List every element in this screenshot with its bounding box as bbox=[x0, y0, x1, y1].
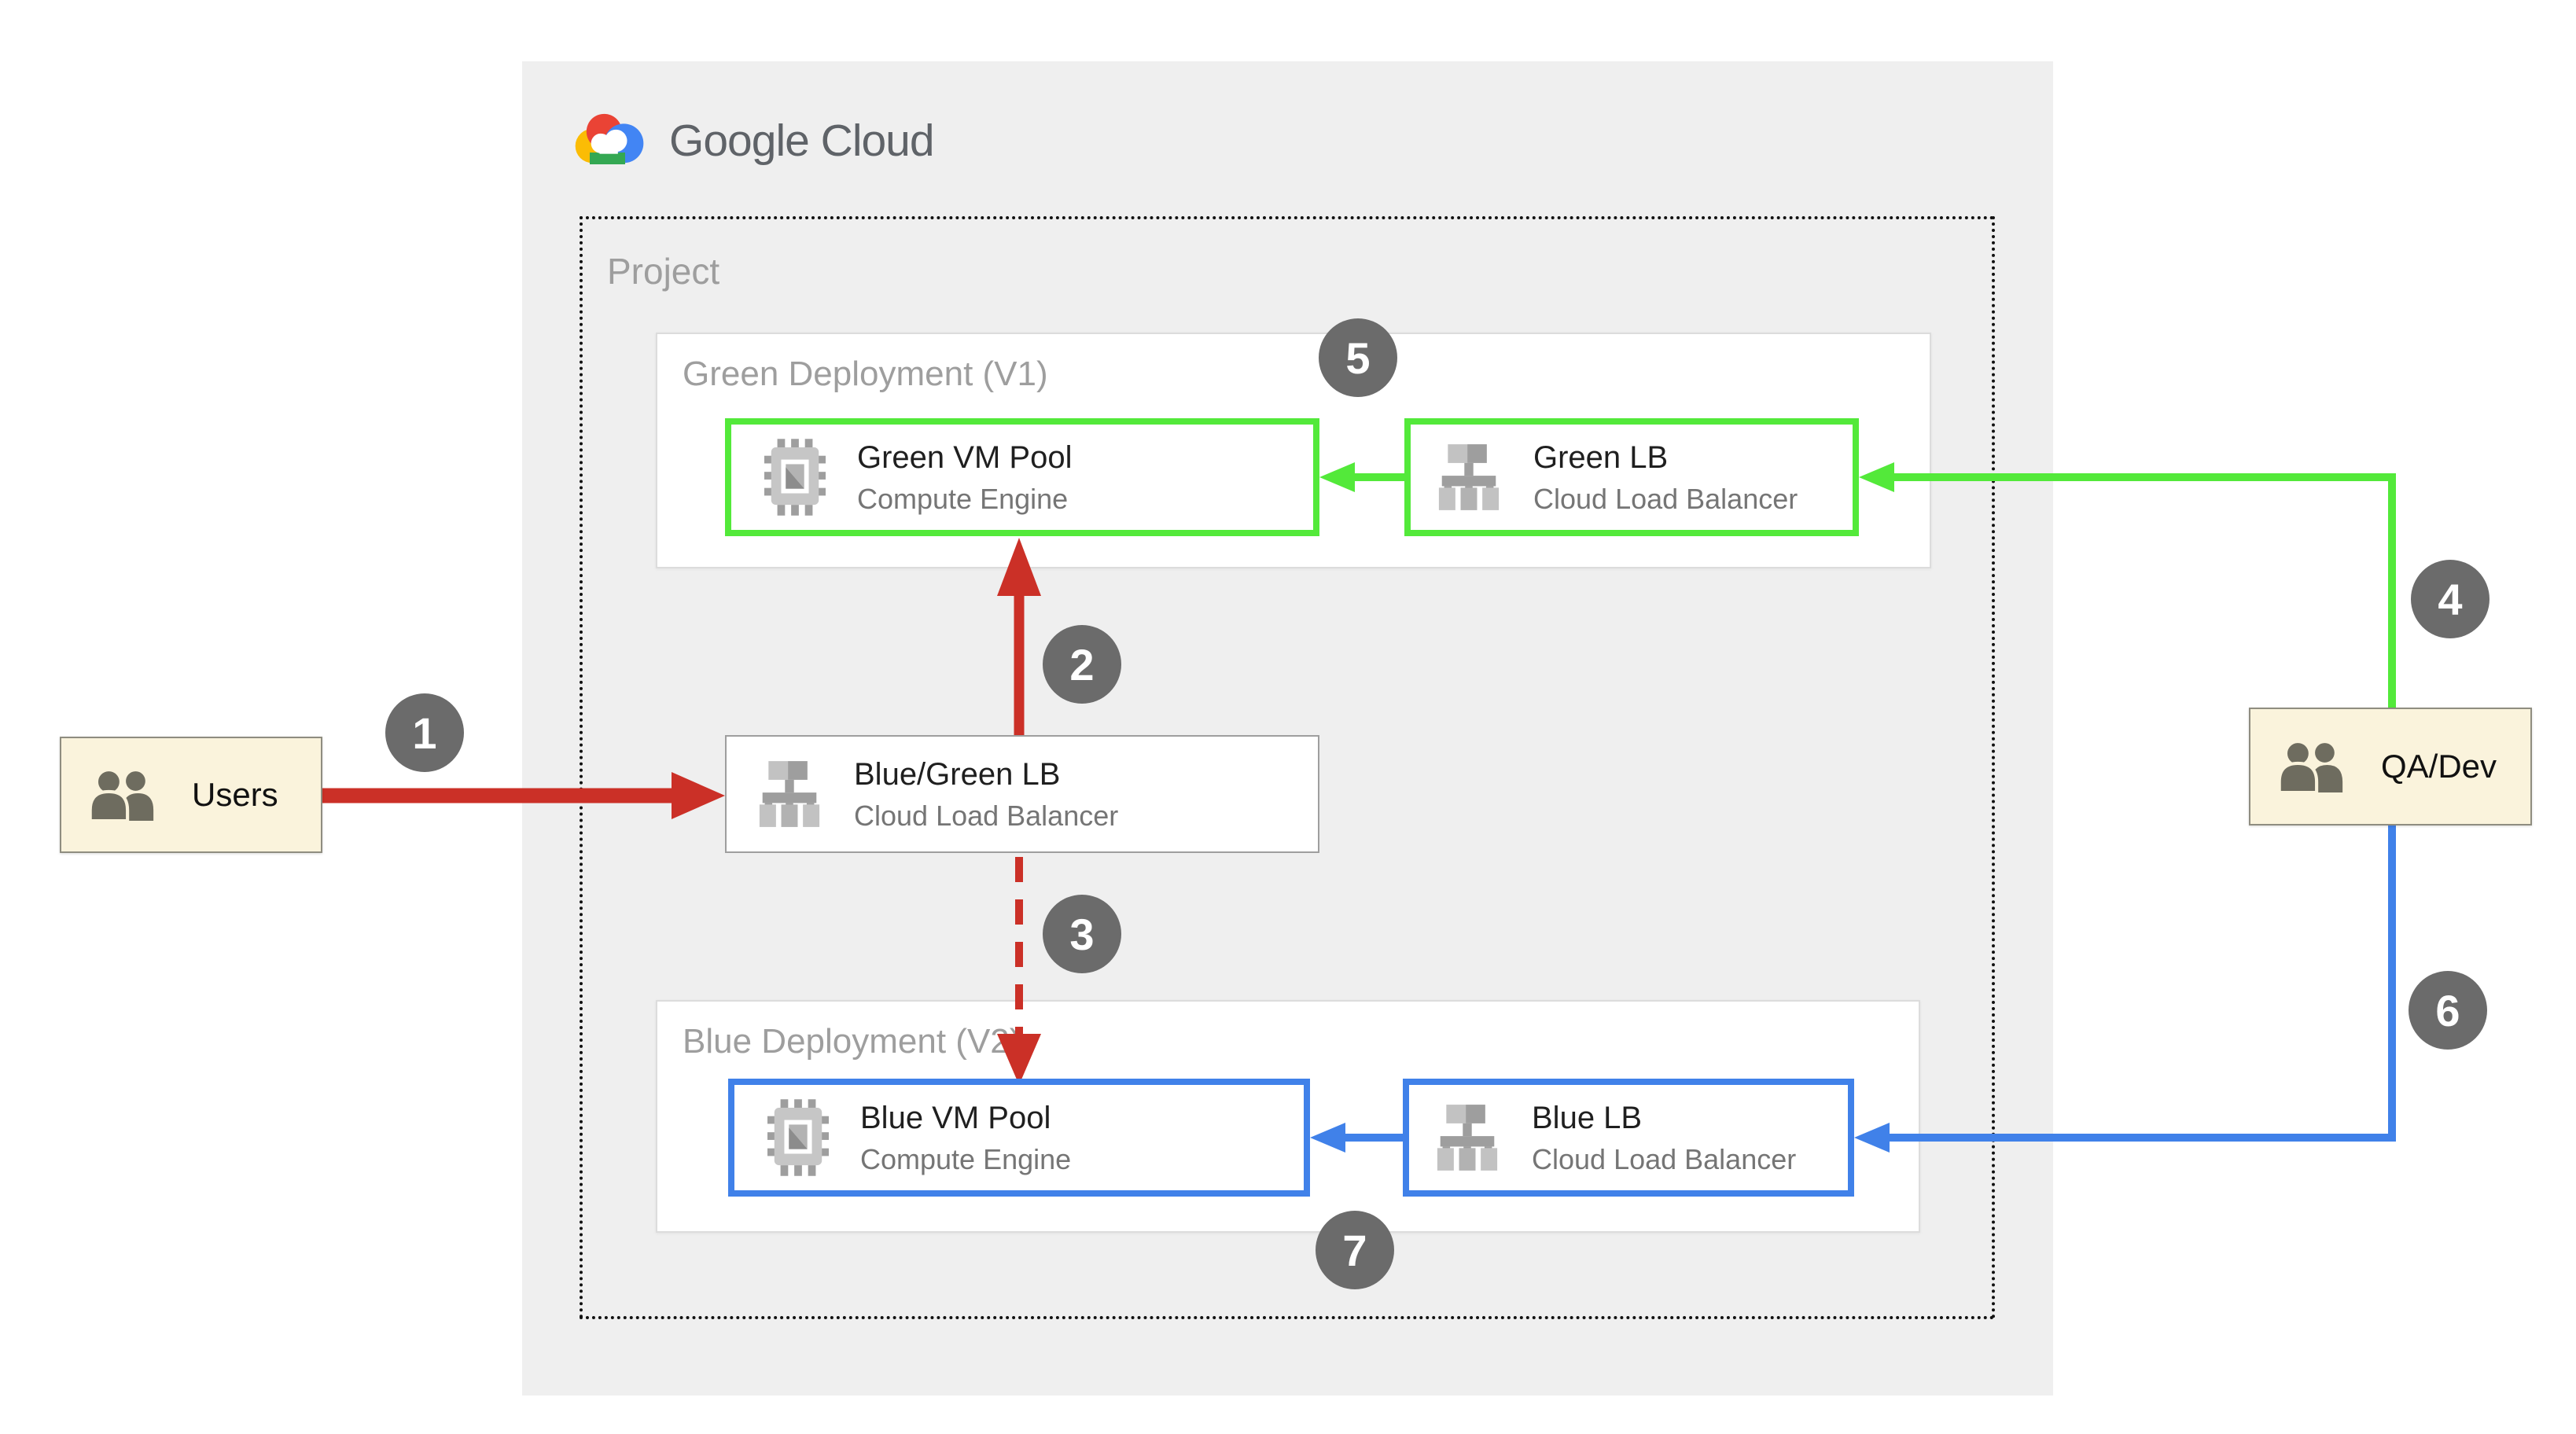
node-green-vm-pool: Green VM Pool Compute Engine bbox=[725, 418, 1319, 536]
actor-users: Users bbox=[60, 737, 322, 853]
node-subtitle: Cloud Load Balancer bbox=[1533, 483, 1798, 516]
users-icon bbox=[88, 769, 154, 821]
project-label: Project bbox=[607, 251, 720, 292]
actor-label: Users bbox=[192, 776, 278, 813]
blue-deployment-label: Blue Deployment (V2) bbox=[683, 1022, 1021, 1061]
node-subtitle: Cloud Load Balancer bbox=[1532, 1143, 1797, 1176]
compute-engine-icon bbox=[767, 1099, 829, 1176]
load-balancer-icon bbox=[759, 761, 820, 827]
node-subtitle: Compute Engine bbox=[860, 1143, 1072, 1176]
actor-label: QA/Dev bbox=[2381, 748, 2497, 785]
load-balancer-icon bbox=[1437, 1105, 1498, 1171]
google-cloud-icon bbox=[575, 113, 644, 164]
project-boundary bbox=[580, 216, 1995, 1319]
step-badge-4: 4 bbox=[2411, 560, 2490, 638]
step-badge-5: 5 bbox=[1319, 318, 1397, 397]
users-icon bbox=[2277, 741, 2343, 792]
node-blue-vm-pool: Blue VM Pool Compute Engine bbox=[728, 1079, 1310, 1197]
green-deployment-label: Green Deployment (V1) bbox=[683, 355, 1048, 393]
step-badge-2: 2 bbox=[1043, 625, 1121, 704]
step-badge-7: 7 bbox=[1316, 1211, 1394, 1289]
node-subtitle: Compute Engine bbox=[857, 483, 1069, 516]
node-title: Green LB bbox=[1533, 440, 1669, 476]
step-badge-3: 3 bbox=[1043, 895, 1121, 973]
load-balancer-icon bbox=[1438, 444, 1500, 510]
compute-engine-icon bbox=[764, 439, 826, 516]
node-title: Blue/Green LB bbox=[854, 757, 1061, 792]
node-title: Green VM Pool bbox=[857, 440, 1073, 476]
node-green-lb: Green LB Cloud Load Balancer bbox=[1404, 418, 1859, 536]
logo-text: Google Cloud bbox=[669, 116, 935, 166]
actor-qadev: QA/Dev bbox=[2249, 708, 2532, 825]
node-title: Blue LB bbox=[1532, 1101, 1643, 1136]
node-blue-lb: Blue LB Cloud Load Balancer bbox=[1403, 1079, 1854, 1197]
node-subtitle: Cloud Load Balancer bbox=[854, 800, 1119, 833]
node-title: Blue VM Pool bbox=[860, 1101, 1051, 1136]
step-badge-1: 1 bbox=[385, 693, 464, 772]
step-badge-6: 6 bbox=[2409, 971, 2487, 1050]
node-blue-green-lb: Blue/Green LB Cloud Load Balancer bbox=[725, 735, 1319, 853]
google-cloud-logo: Google Cloud bbox=[570, 105, 935, 177]
